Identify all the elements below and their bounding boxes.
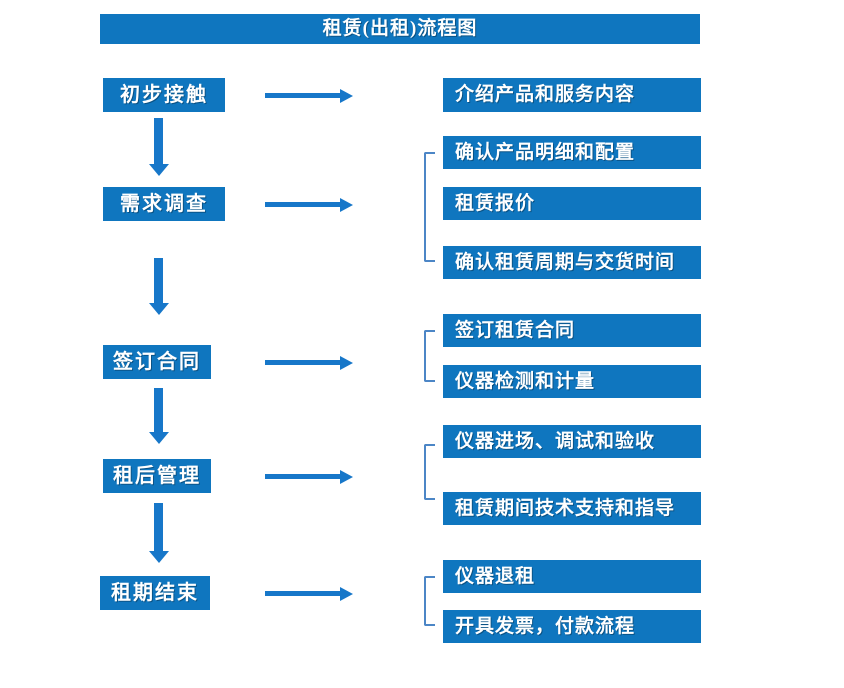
arrow-head bbox=[340, 355, 353, 370]
page-title: 租赁(出租)流程图 bbox=[100, 14, 700, 44]
output-box-instrument-testing-metering: 仪器检测和计量 bbox=[443, 365, 701, 398]
right-arrow-icon bbox=[265, 355, 353, 370]
down-arrow-icon bbox=[148, 388, 169, 444]
arrow-head bbox=[340, 88, 353, 103]
arrow-shaft bbox=[265, 474, 340, 479]
down-arrow-icon bbox=[148, 503, 169, 563]
arrow-shaft bbox=[265, 591, 340, 596]
step-box-initial-contact: 初步接触 bbox=[103, 78, 225, 112]
arrow-head bbox=[148, 303, 169, 315]
output-box-instrument-entry-acceptance: 仪器进场、调试和验收 bbox=[443, 425, 701, 458]
output-box-invoice-payment: 开具发票，付款流程 bbox=[443, 610, 701, 643]
output-box-introduce-products-services: 介绍产品和服务内容 bbox=[443, 78, 701, 112]
output-box-technical-support: 租赁期间技术支持和指导 bbox=[443, 492, 701, 525]
step-box-post-rental-management: 租后管理 bbox=[103, 459, 211, 493]
arrow-shaft bbox=[154, 118, 163, 164]
right-arrow-icon bbox=[265, 469, 353, 484]
arrow-head bbox=[148, 164, 169, 176]
arrow-shaft bbox=[154, 388, 163, 432]
output-box-confirm-lease-period-delivery: 确认租赁周期与交货时间 bbox=[443, 246, 701, 279]
arrow-head bbox=[148, 551, 169, 563]
step-box-demand-survey: 需求调查 bbox=[103, 187, 225, 221]
step-box-lease-end: 租期结束 bbox=[100, 576, 210, 610]
output-box-instrument-return: 仪器退租 bbox=[443, 560, 701, 593]
right-arrow-icon bbox=[265, 586, 353, 601]
down-arrow-icon bbox=[148, 258, 169, 315]
bracket-icon bbox=[424, 576, 435, 626]
arrow-head bbox=[340, 197, 353, 212]
down-arrow-icon bbox=[148, 118, 169, 176]
arrow-head bbox=[340, 586, 353, 601]
arrow-head bbox=[340, 469, 353, 484]
bracket-icon bbox=[424, 444, 435, 500]
arrow-shaft bbox=[265, 93, 340, 98]
step-box-sign-contract: 签订合同 bbox=[103, 345, 211, 379]
right-arrow-icon bbox=[265, 88, 353, 103]
arrow-shaft bbox=[154, 503, 163, 551]
output-box-sign-lease-contract: 签订租赁合同 bbox=[443, 314, 701, 347]
arrow-shaft bbox=[154, 258, 163, 303]
output-box-confirm-product-details: 确认产品明细和配置 bbox=[443, 136, 701, 169]
output-box-rental-quotation: 租赁报价 bbox=[443, 187, 701, 220]
arrow-shaft bbox=[265, 360, 340, 365]
bracket-icon bbox=[424, 152, 435, 262]
arrow-shaft bbox=[265, 202, 340, 207]
arrow-head bbox=[148, 432, 169, 444]
right-arrow-icon bbox=[265, 197, 353, 212]
bracket-icon bbox=[424, 330, 435, 382]
